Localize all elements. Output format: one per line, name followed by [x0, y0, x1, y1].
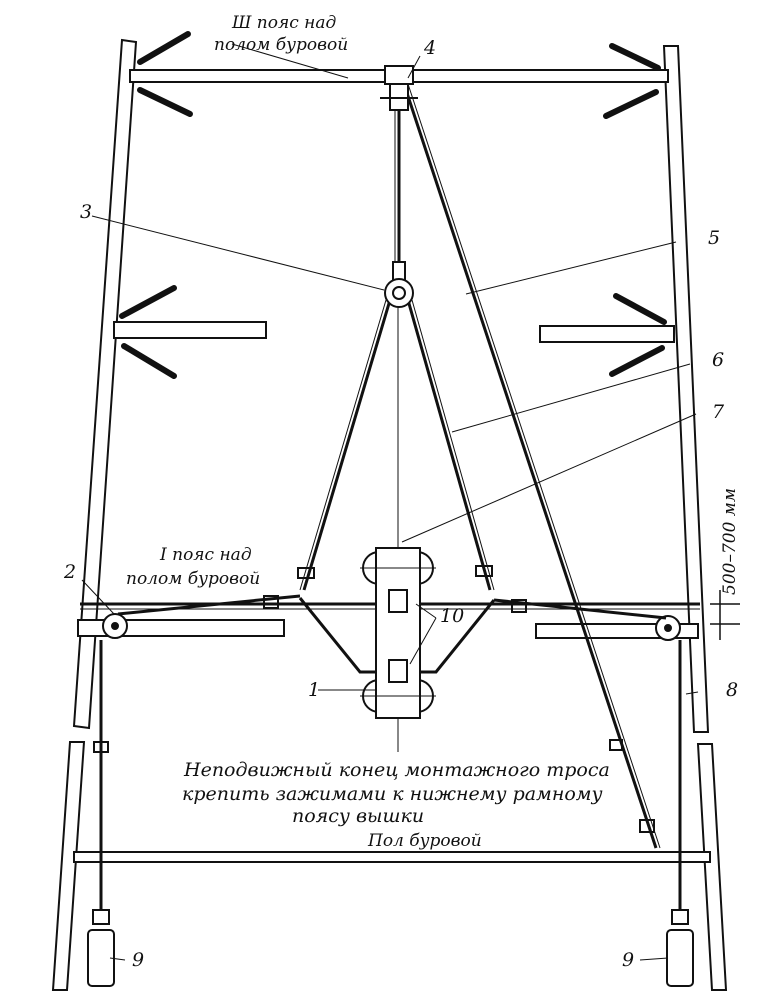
left-counterweight — [87, 909, 115, 987]
floor-label: Пол буровой — [367, 831, 482, 851]
left-sheave — [102, 613, 128, 639]
right-counterweight — [666, 909, 694, 987]
dimension-label: 500–700 мм — [720, 488, 740, 595]
callout-2: 2 — [63, 561, 76, 583]
callout-10: 10 — [440, 605, 464, 627]
middle-platform-right — [539, 325, 675, 343]
first-belt-platform-left — [77, 619, 285, 637]
lifted-load-assembly — [360, 547, 436, 719]
right-derrick-leg — [662, 45, 728, 991]
callout-leaders — [81, 43, 699, 961]
top-belt-label-line2: полом буровой — [214, 35, 348, 55]
note-line2: крепить зажимами к нижнему рамному — [182, 783, 603, 805]
note-line1: Неподвижный конец монтажного троса — [183, 759, 610, 781]
rope-detail-lines — [299, 83, 661, 849]
hoist-ropes — [99, 83, 682, 910]
right-sheave — [655, 615, 681, 641]
first-belt-label-line1: I пояс над — [159, 545, 252, 565]
top-belt-braces — [137, 31, 661, 119]
middle-platform-left — [113, 321, 267, 339]
first-belt-label-line2: полом буровой — [126, 569, 260, 589]
top-belt-beam — [129, 65, 669, 85]
callout-5: 5 — [708, 227, 720, 249]
callout-7: 7 — [712, 401, 725, 423]
note-line3: поясу вышки — [292, 805, 424, 827]
callout-6: 6 — [712, 349, 724, 371]
callout-1: 1 — [308, 679, 320, 701]
rope-clamps — [93, 565, 655, 833]
callout-3: 3 — [80, 201, 92, 223]
dimension-marker — [710, 590, 740, 640]
top-belt-label-line1: Ш пояс над — [231, 13, 337, 33]
callout-4: 4 — [423, 37, 436, 59]
callout-9-right: 9 — [622, 949, 634, 971]
drilling-floor-beam — [73, 851, 711, 863]
callout-8: 8 — [726, 679, 738, 701]
crown-block — [380, 83, 418, 111]
callout-9-left: 9 — [132, 949, 144, 971]
left-derrick-leg — [51, 38, 138, 991]
travel-sheave — [384, 261, 414, 308]
middle-platform-braces — [119, 285, 667, 379]
